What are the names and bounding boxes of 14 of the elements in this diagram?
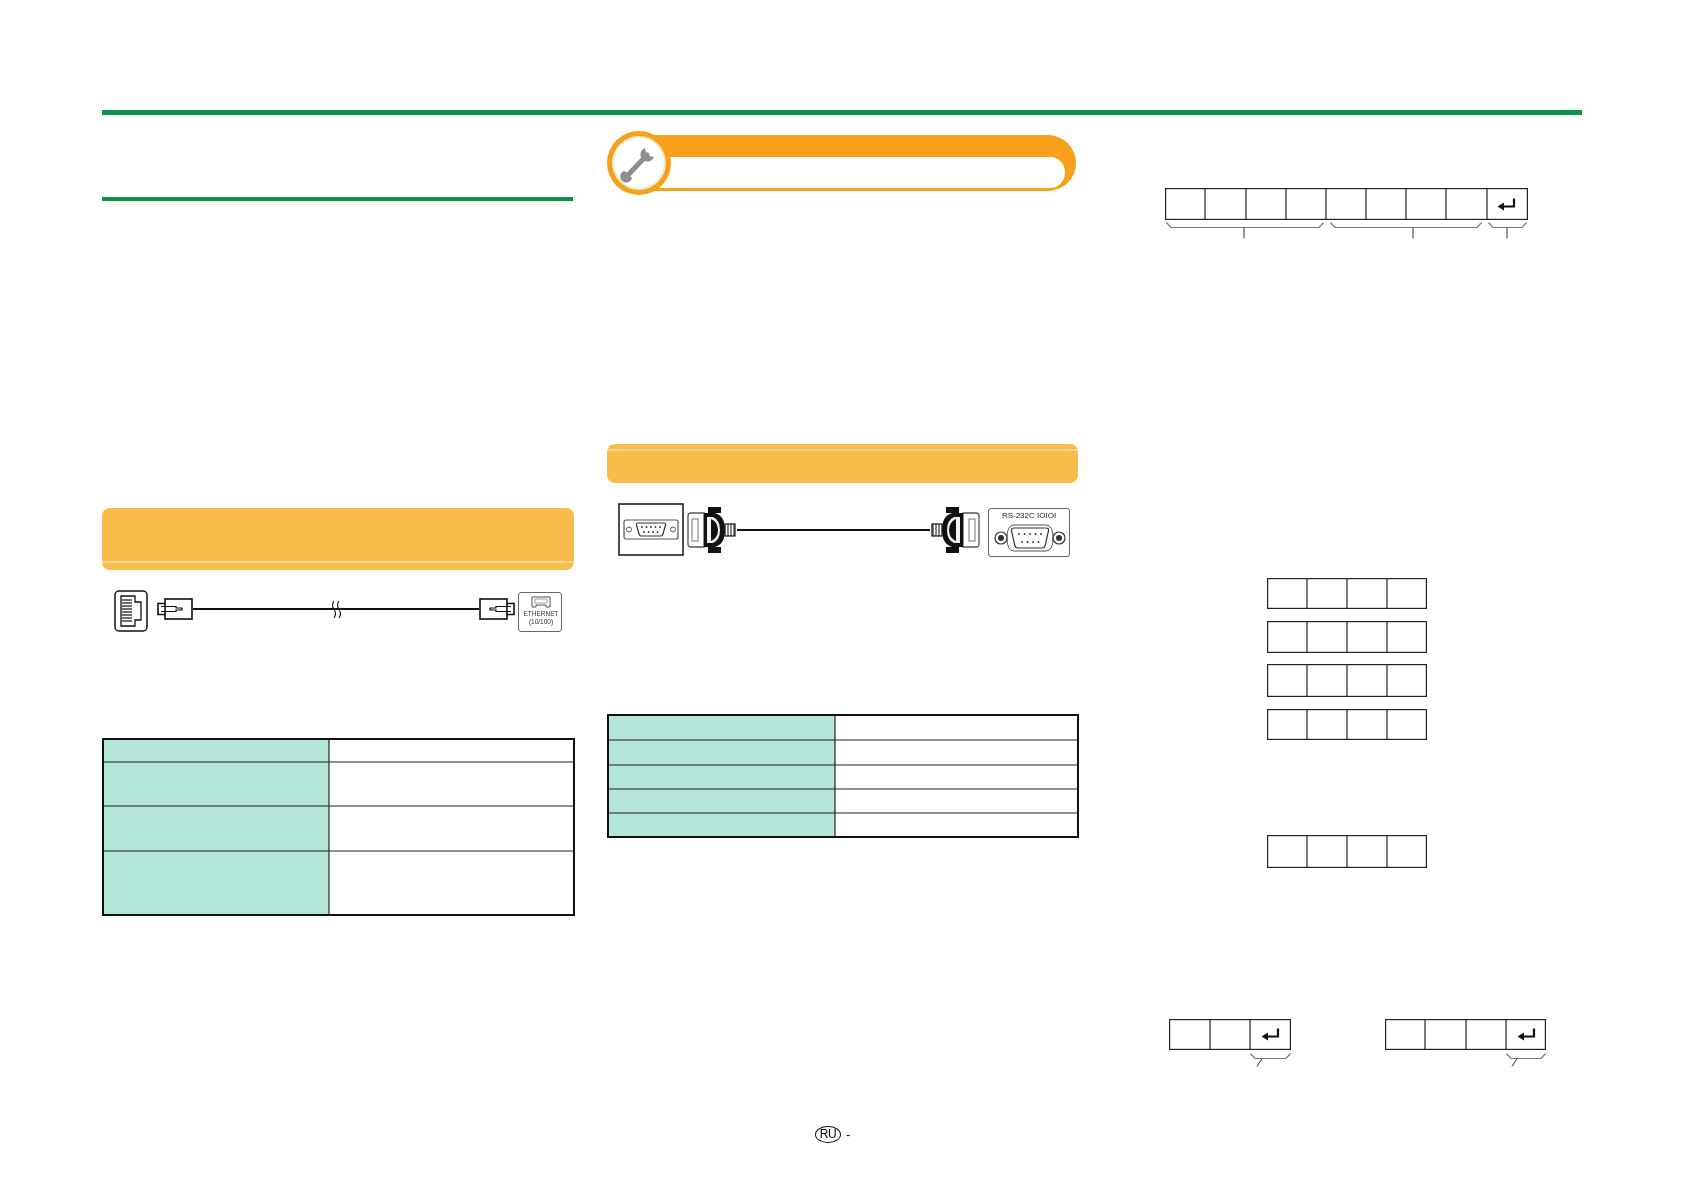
serial-plug	[687, 505, 737, 555]
serial-plug	[930, 505, 980, 555]
serial-port-panel	[988, 508, 1070, 557]
ethernet-port-panel	[518, 592, 562, 632]
serial-port-drawing	[618, 503, 684, 556]
lan-plug	[157, 598, 193, 620]
cable	[192, 608, 480, 610]
page-dash: -	[846, 1126, 851, 1144]
cable	[736, 529, 931, 531]
heading-band	[607, 444, 1078, 483]
heading-band	[102, 508, 574, 570]
lan-plug	[479, 598, 515, 620]
port-label: RS-232C IOIOI	[1001, 511, 1057, 521]
lan-wall-jack	[114, 590, 148, 632]
